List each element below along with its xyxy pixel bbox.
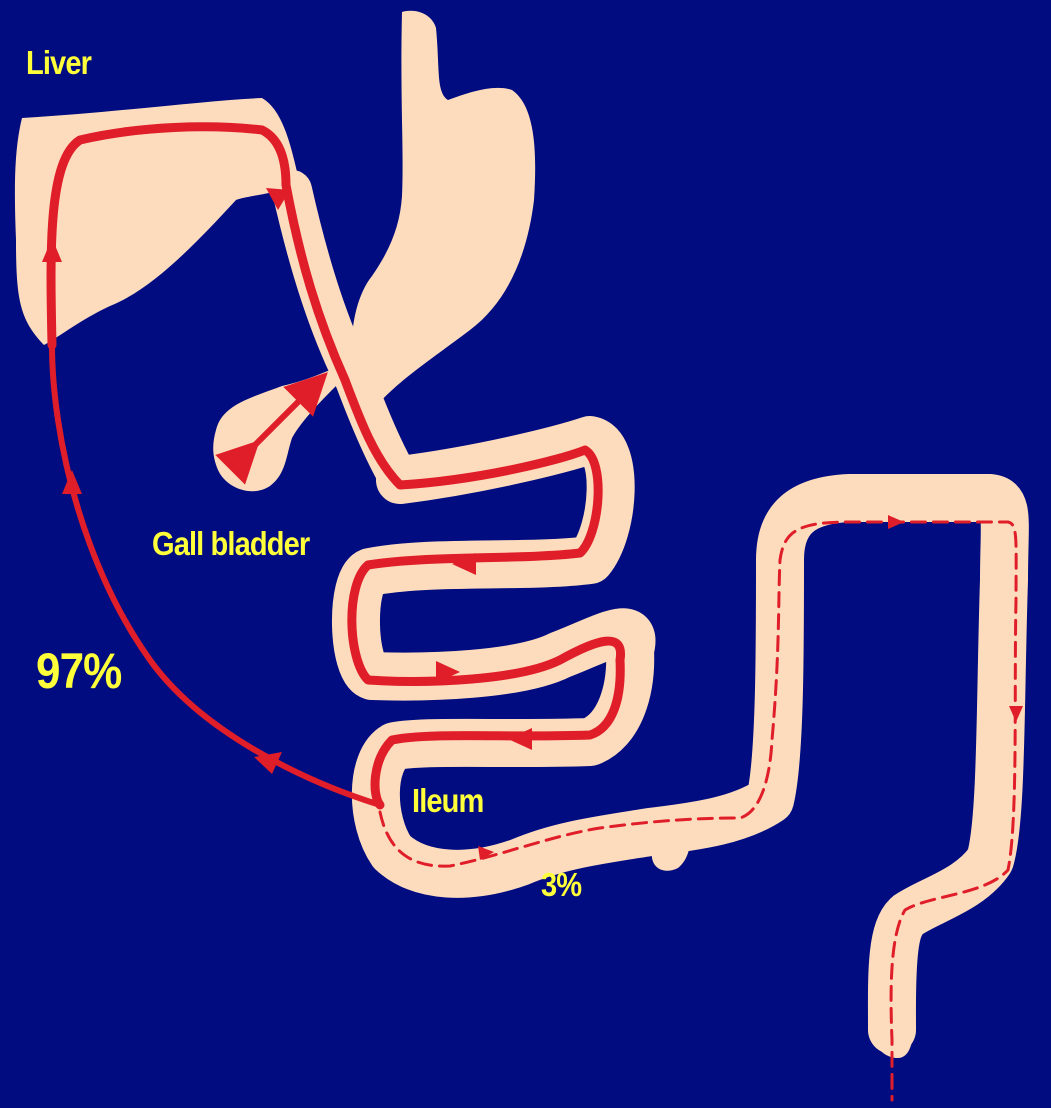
excreted-percent-label: 3% (541, 866, 581, 904)
appendix-shape (650, 828, 691, 871)
ileum-label: Ileum (412, 782, 483, 820)
gall-bladder-label: Gall bladder (152, 525, 309, 563)
liver-label: Liver (26, 44, 91, 82)
reabsorbed-percent-label: 97% (36, 642, 121, 700)
liver-shape (15, 98, 300, 345)
arrowhead-portal-up (62, 470, 82, 494)
reabsorption-flow-ileum-to-liver (52, 345, 380, 805)
gall-bladder-shape (213, 370, 338, 491)
stomach-shape (352, 11, 536, 402)
